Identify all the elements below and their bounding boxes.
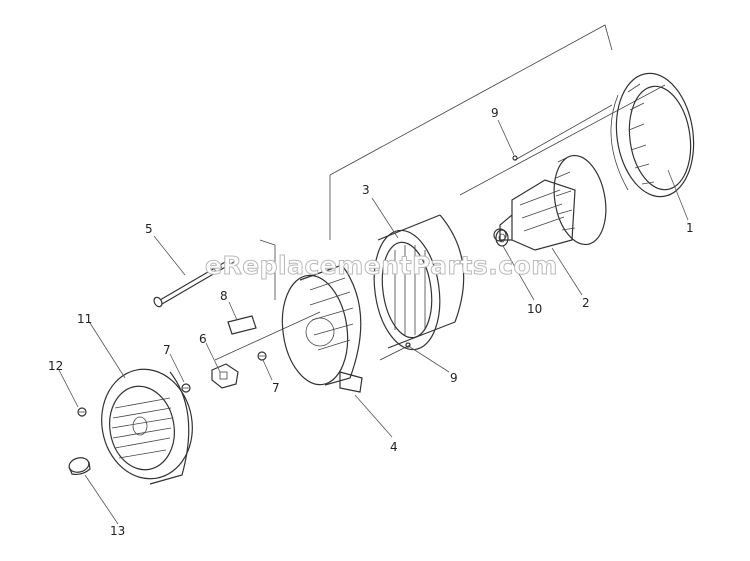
callout-labels: 1 2 3 4 5 6 7 7 8 9 9 10 11 12 13 bbox=[48, 106, 694, 538]
callout-leaders bbox=[58, 119, 689, 525]
callout-9-lower: 9 bbox=[450, 371, 458, 385]
part-8-plate[interactable] bbox=[227, 315, 257, 335]
part-7-screw-left[interactable] bbox=[181, 383, 191, 393]
part-4-front-bracket[interactable] bbox=[276, 264, 363, 393]
watermark: eReplacementParts.com bbox=[205, 251, 558, 280]
callout-10: 10 bbox=[527, 302, 542, 316]
callout-8: 8 bbox=[220, 289, 228, 303]
part-6-brush-holder[interactable] bbox=[211, 363, 239, 389]
callout-2: 2 bbox=[582, 296, 590, 310]
part-7-screw-right[interactable] bbox=[257, 351, 267, 361]
part-5-through-bolt[interactable] bbox=[152, 257, 235, 308]
part-2-rotor[interactable] bbox=[493, 151, 612, 251]
part-12-screw[interactable] bbox=[77, 407, 87, 417]
callout-6: 6 bbox=[199, 332, 207, 346]
assembly-lines bbox=[214, 24, 666, 361]
part-9-pin-lower[interactable] bbox=[405, 342, 411, 348]
part-10-bearing[interactable] bbox=[495, 229, 509, 247]
callout-1: 1 bbox=[686, 221, 694, 235]
callout-5: 5 bbox=[145, 222, 153, 236]
callout-11: 11 bbox=[77, 312, 92, 326]
part-3-stator[interactable] bbox=[367, 214, 465, 354]
part-9-pin-upper[interactable] bbox=[512, 155, 518, 161]
callout-7-right: 7 bbox=[272, 381, 280, 395]
part-11-end-cover[interactable] bbox=[93, 362, 201, 486]
callout-7-left: 7 bbox=[163, 343, 171, 357]
part-13-cap[interactable] bbox=[68, 456, 91, 476]
callout-9-upper: 9 bbox=[491, 106, 499, 120]
part-1-end-bell[interactable] bbox=[609, 68, 702, 201]
callout-4: 4 bbox=[390, 440, 398, 454]
callout-3: 3 bbox=[362, 183, 370, 197]
callout-12: 12 bbox=[48, 359, 63, 373]
callout-13: 13 bbox=[110, 524, 125, 538]
